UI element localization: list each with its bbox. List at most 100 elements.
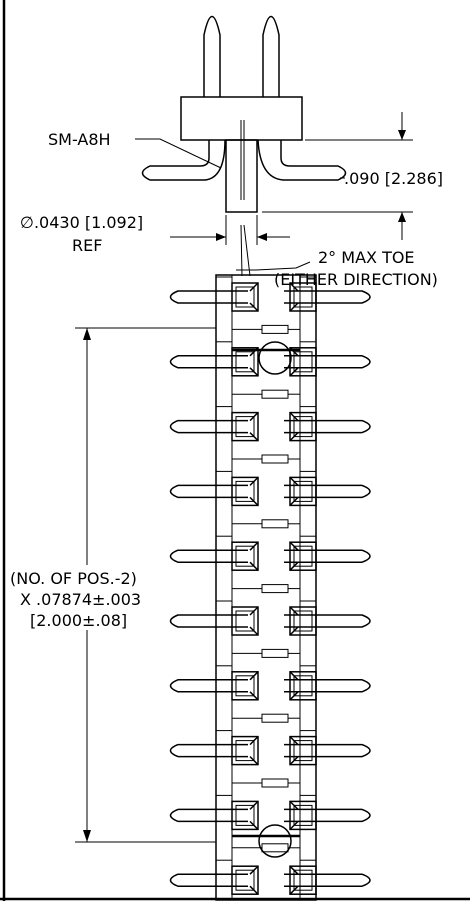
pin-lead-right: [284, 614, 371, 628]
pin-lead-right: [284, 290, 371, 304]
side-pin-left: [203, 15, 221, 97]
part-leader: [135, 138, 222, 169]
pin-cavity-left: [231, 282, 259, 312]
pin-cavity-left-inner: [235, 286, 255, 308]
pin-cavity-right-bevel: [289, 606, 299, 636]
pin-cavity-left: [231, 800, 259, 831]
pin-cavity-left-inner: [235, 804, 255, 826]
pin-cavity-right: [289, 282, 317, 312]
pin-lead-left: [169, 419, 248, 434]
pin-cavity-right: [289, 476, 317, 507]
pin-cavity-right-inner: [293, 869, 313, 891]
pin-lead-right: [284, 549, 371, 563]
pin-cavity-right-inner: [293, 480, 313, 502]
pin-lead-left: [169, 290, 248, 304]
pitch-label-line2: X .07874±.003: [20, 590, 141, 609]
pin-lead-right: [284, 743, 371, 758]
pin-rows: [169, 276, 371, 895]
pin-diameter-note: REF: [72, 236, 102, 255]
position-separator: [261, 713, 289, 723]
pin-cavity-left: [231, 671, 259, 701]
position-separator: [261, 843, 289, 853]
pin-lead-right: [284, 808, 371, 823]
pin-cavity-right-inner: [293, 804, 313, 826]
pin-cavity-left-bevel: [249, 282, 259, 312]
toe-label-line2: (EITHER DIRECTION): [274, 270, 438, 289]
pitch-label-line1: (NO. OF POS.-2): [10, 569, 137, 588]
side-pin-right: [262, 15, 280, 97]
pin-cavity-right-bevel: [289, 541, 299, 571]
pin-cavity-left-inner: [235, 351, 255, 373]
part-number-label: SM-A8H: [48, 130, 111, 149]
pin-cavity-left: [231, 347, 259, 377]
pin-cavity-right-bevel: [289, 282, 299, 312]
position-separator: [261, 778, 289, 788]
pin-lead-right: [284, 484, 371, 499]
pin-cavity-left-inner: [235, 869, 255, 891]
pin-cavity-right-bevel: [289, 412, 299, 442]
pin-cavity-left: [231, 411, 259, 442]
toe-line-a: [240, 224, 243, 277]
pin-cavity-left-bevel: [249, 541, 259, 571]
position-separator: [261, 519, 289, 529]
pin-cavity-left-bevel: [249, 800, 259, 830]
toe-label-line1: 2° MAX TOE: [318, 248, 415, 267]
pin-cavity-right-bevel: [289, 865, 299, 895]
pin-cavity-left: [231, 735, 259, 766]
pin-cavity-left-inner: [235, 740, 255, 762]
pin-cavity-right: [289, 800, 317, 831]
pin-cavity-left: [231, 606, 259, 636]
pin-cavity-right-inner: [293, 610, 313, 632]
position-separator: [261, 648, 289, 658]
pin-cavity-right-bevel: [289, 671, 299, 701]
pitch-arrowhead-bottom: [83, 830, 91, 842]
side-view: [135, 15, 413, 277]
pin-lead-left: [169, 355, 248, 369]
pin-cavity-right-bevel: [289, 800, 299, 830]
height-dimension-label: .090 [2.286]: [344, 169, 443, 188]
pin-cavity-left-bevel: [249, 671, 259, 701]
pin-lead-left: [169, 679, 248, 693]
dia-arrowhead-right: [257, 233, 267, 241]
height-arrowhead-bottom: [398, 212, 406, 222]
dia-arrowhead-left: [216, 233, 226, 241]
pin-cavity-right-inner: [293, 675, 313, 697]
pin-lead-left: [169, 743, 248, 758]
toe-line-b: [243, 224, 251, 277]
pin-cavity-left-inner: [235, 480, 255, 502]
pin-cavity-left: [231, 541, 259, 571]
pin-lead-right: [284, 679, 371, 693]
pin-cavity-right-bevel: [289, 476, 299, 506]
housing-outline: [215, 274, 317, 901]
pin-cavity-left: [231, 865, 259, 895]
locating-peg-bottom: [258, 824, 292, 858]
side-leg-right: [257, 139, 347, 181]
position-separator: [261, 454, 289, 464]
pin-cavity-left-bevel: [249, 412, 259, 442]
toe-leader: [255, 261, 311, 271]
pin-cavity-right: [289, 865, 317, 895]
top-view: [75, 274, 371, 901]
pin-cavity-left-bevel: [249, 606, 259, 636]
pin-lead-right: [284, 873, 371, 887]
locating-peg-top: [258, 341, 292, 375]
pin-cavity-right-inner: [293, 351, 313, 373]
pin-cavity-right: [289, 735, 317, 766]
pin-lead-left: [169, 484, 248, 499]
pitch-arrowhead-top: [83, 328, 91, 340]
pin-cavity-left-inner: [235, 610, 255, 632]
pin-cavity-right-inner: [293, 286, 313, 308]
pin-cavity-left-bevel: [249, 736, 259, 766]
pin-lead-right: [284, 355, 371, 369]
pin-cavity-right-inner: [293, 416, 313, 438]
pin-lead-left: [169, 873, 248, 887]
pin-cavity-left-inner: [235, 675, 255, 697]
pin-cavity-left-bevel: [249, 476, 259, 506]
pin-cavity-left-inner: [235, 416, 255, 438]
pin-lead-left: [169, 549, 248, 563]
pin-cavity-left-inner: [235, 545, 255, 567]
position-separator: [261, 389, 289, 399]
pitch-label-line3: [2.000±.08]: [30, 611, 127, 630]
pin-lead-left: [169, 614, 248, 628]
